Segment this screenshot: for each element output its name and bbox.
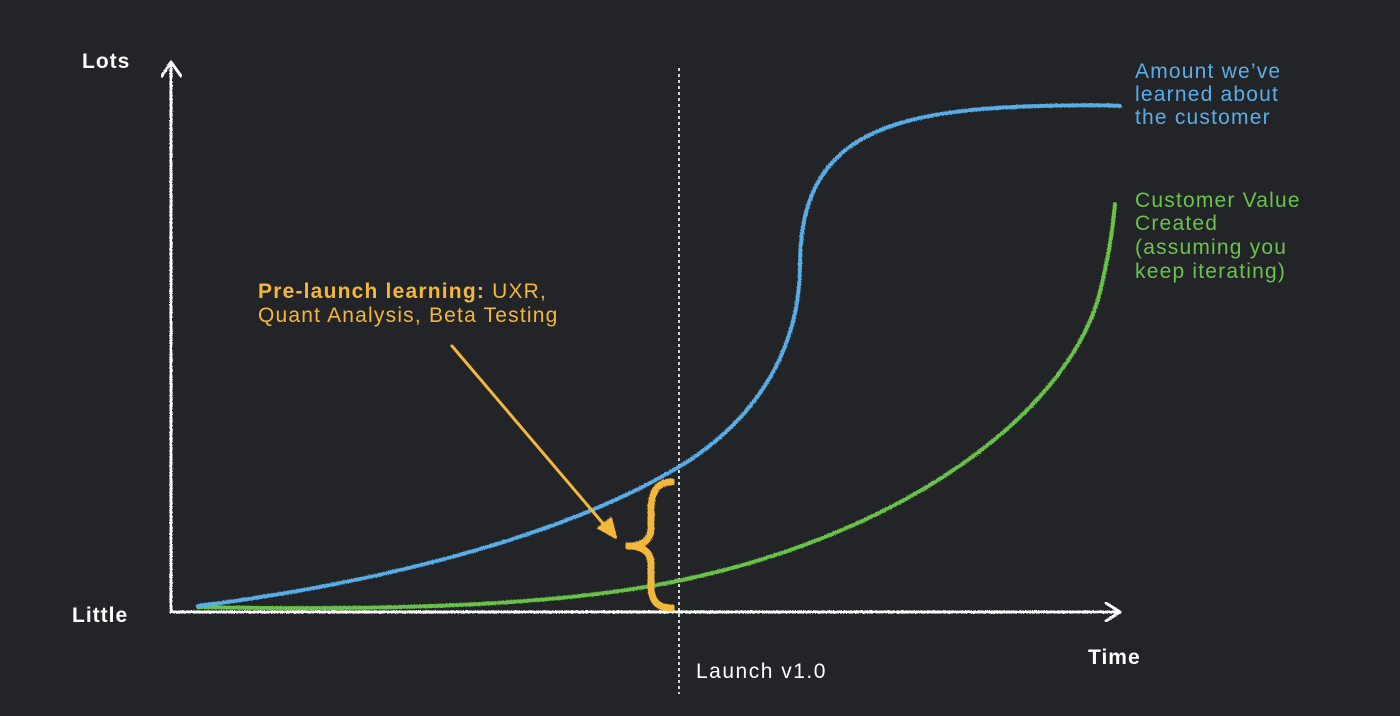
pre-launch-annotation: Pre-launch learning: UXR, Quant Analysis… (258, 280, 559, 327)
pre-launch-brace (624, 478, 676, 612)
y-axis-bottom-label: Little (72, 604, 128, 627)
value-curve-label: Customer Value Created (assuming you kee… (1135, 189, 1308, 283)
annotation-arrow-shaft (450, 344, 614, 536)
learning-curve (196, 103, 1122, 608)
learning-label-line-2: learned about (1135, 83, 1279, 106)
value-label-line-1: Customer Value (1135, 189, 1301, 212)
learning-label-line-3: the customer (1135, 106, 1271, 129)
value-label-line-3: (assuming you (1135, 236, 1287, 259)
x-axis-arrowhead (1104, 601, 1122, 623)
x-axis (169, 601, 1122, 623)
pre-launch-annotation-title: Pre-launch learning: (258, 280, 485, 303)
y-axis-top-label: Lots (82, 50, 130, 73)
learning-curve-label: Amount we’ve learned about the customer (1135, 60, 1288, 129)
y-axis (160, 60, 183, 614)
launch-label: Launch v1.0 (696, 660, 827, 683)
y-axis-arrowhead (160, 60, 183, 78)
x-axis-label: Time (1088, 646, 1141, 669)
customer-value-curve (196, 202, 1117, 611)
annotation-arrow (450, 344, 617, 539)
annotation-arrowhead (597, 517, 617, 539)
pre-launch-annotation-line-2: Quant Analysis, Beta Testing (258, 304, 559, 327)
value-label-line-4: keep iterating) (1135, 260, 1286, 283)
pre-launch-annotation-title-rest: UXR, (485, 280, 547, 303)
value-label-line-2: Created (1135, 212, 1218, 235)
learning-label-line-1: Amount we’ve (1135, 60, 1281, 83)
